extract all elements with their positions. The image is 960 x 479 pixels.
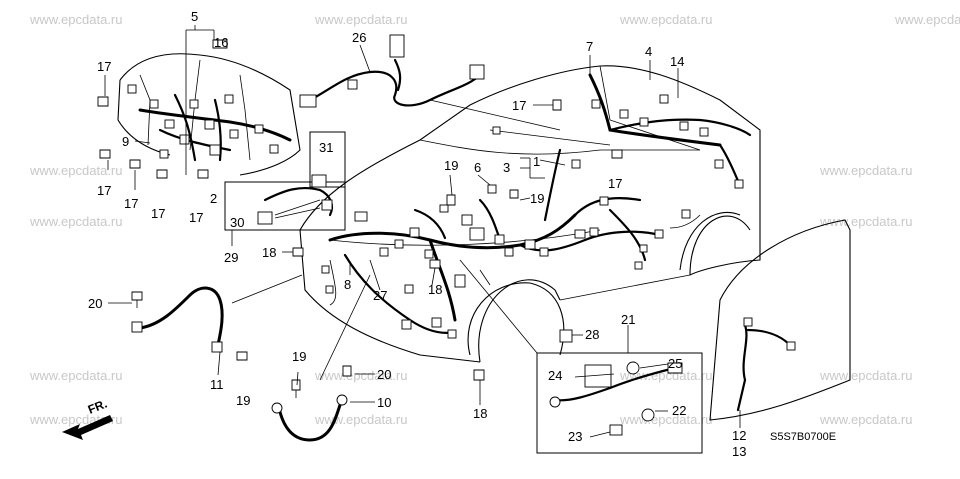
watermark: www.epcdata.ru: [314, 412, 408, 427]
callout-3: 3: [503, 160, 510, 175]
callout-9: 9: [122, 134, 129, 149]
watermark: www.epcdata.ru: [29, 368, 123, 383]
callout-17: 17: [97, 59, 111, 74]
watermark: www.epcdata.ru: [894, 12, 960, 27]
callout-5: 5: [191, 9, 198, 24]
watermark: www.epcdata.ru: [29, 163, 123, 178]
callout-19: 19: [292, 349, 306, 364]
callout-10: 10: [377, 395, 391, 410]
watermark: www.epcdata.ru: [619, 412, 713, 427]
callout-28: 28: [585, 327, 599, 342]
harness-26: [299, 34, 485, 108]
watermark: www.epcdata.ru: [819, 163, 913, 178]
callout-6: 6: [474, 160, 481, 175]
callout-13: 13: [732, 444, 746, 459]
callout-27: 27: [373, 288, 387, 303]
callout-29: 29: [224, 250, 238, 265]
callout-17: 17: [151, 206, 165, 221]
car-body-outline: [299, 65, 761, 363]
callout-19: 19: [236, 393, 250, 408]
callout-7: 7: [586, 39, 593, 54]
watermark: www.epcdata.ru: [619, 12, 713, 27]
callout-19: 19: [444, 158, 458, 173]
callout-21: 21: [621, 312, 635, 327]
battery-cable-11: [131, 286, 224, 353]
callout-11: 11: [210, 377, 224, 392]
callout-25: 25: [668, 356, 682, 371]
callout-31: 31: [319, 140, 333, 155]
callout-24: 24: [548, 368, 562, 383]
callout-26: 26: [352, 30, 366, 45]
callout-1: 1: [533, 154, 540, 169]
callout-2: 2: [210, 191, 217, 206]
watermark: www.epcdata.ru: [29, 12, 123, 27]
detail-box-21-25: [536, 329, 703, 454]
detail-box-30-31: [224, 131, 346, 231]
watermark: www.epcdata.ru: [619, 368, 713, 383]
callout-23: 23: [568, 429, 582, 444]
rear-door: [709, 219, 851, 421]
dashboard-harness: [117, 53, 301, 176]
callout-17: 17: [124, 196, 138, 211]
drawing-code: S5S7B0700E: [770, 431, 836, 443]
roof-harness: [489, 73, 752, 189]
callout-4: 4: [645, 44, 652, 59]
bolt-icons: [97, 39, 623, 381]
callout-14: 14: [670, 54, 684, 69]
front-label: FR.: [86, 397, 109, 417]
callout-labels: 5 16 17 26 7 4 14 17 9 31 19 6 1 3 17 17…: [88, 9, 746, 459]
ground-cable-10: [271, 365, 352, 442]
callout-22: 22: [672, 403, 686, 418]
callout-17: 17: [512, 98, 526, 113]
watermark-layer: www.epcdata.ru www.epcdata.ru www.epcdat…: [29, 12, 960, 427]
callout-18: 18: [262, 245, 276, 260]
watermark: www.epcdata.ru: [819, 214, 913, 229]
callout-20: 20: [377, 367, 391, 382]
callout-17: 17: [608, 176, 622, 191]
watermark: www.epcdata.ru: [29, 214, 123, 229]
watermark: www.epcdata.ru: [819, 368, 913, 383]
callout-17: 17: [189, 210, 203, 225]
callout-18: 18: [473, 406, 487, 421]
callout-17: 17: [97, 183, 111, 198]
leader-lines: [104, 25, 741, 438]
front-direction-arrow: FR.: [62, 397, 113, 440]
callout-16: 16: [214, 35, 228, 50]
callout-18: 18: [428, 282, 442, 297]
callout-20: 20: [88, 296, 102, 311]
watermark: www.epcdata.ru: [819, 412, 913, 427]
watermark: www.epcdata.ru: [314, 12, 408, 27]
callout-12: 12: [732, 428, 746, 443]
callout-30: 30: [230, 215, 244, 230]
callout-19: 19: [530, 191, 544, 206]
main-harness-connectors: [321, 159, 691, 339]
callout-8: 8: [344, 277, 351, 292]
watermark: www.epcdata.ru: [314, 368, 408, 383]
